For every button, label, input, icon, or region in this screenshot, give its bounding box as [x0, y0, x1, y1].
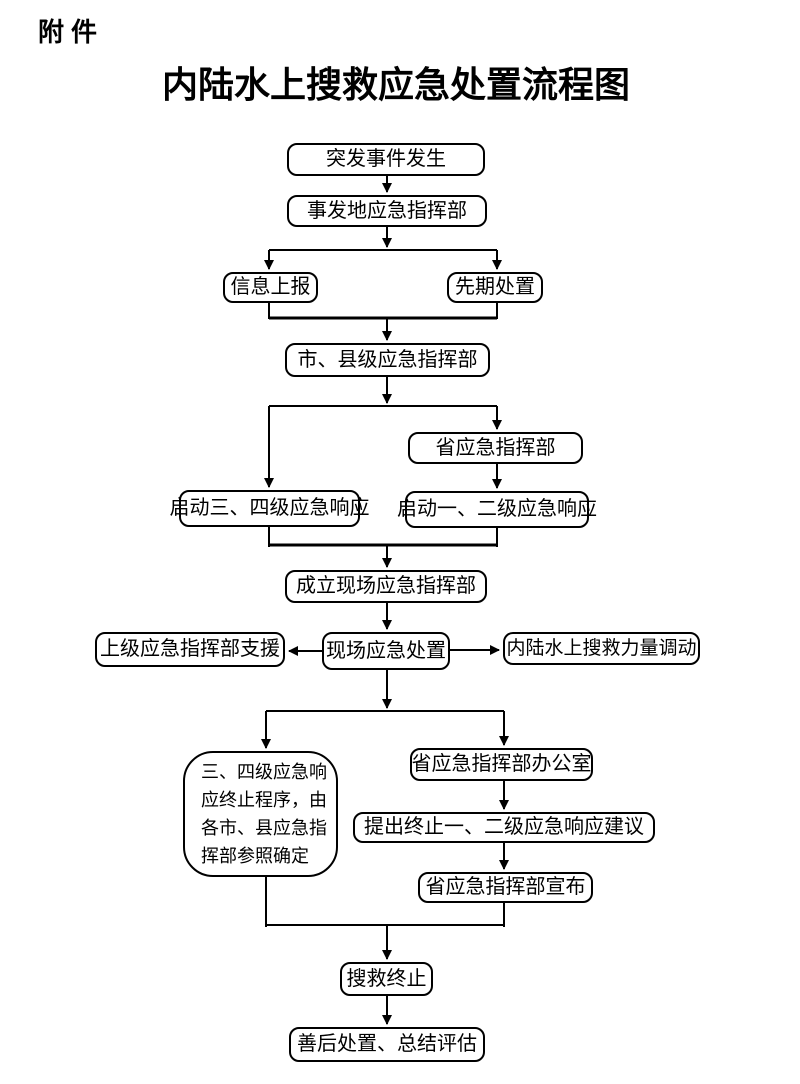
node-aftermath-evaluation: 善后处置、总结评估 — [289, 1027, 485, 1062]
node-onsite-disposal: 现场应急处置 — [322, 632, 450, 670]
attachment-label: 附件 — [38, 17, 105, 47]
node-activate-level-3-4: 启动三、四级应急响应 — [170, 490, 370, 527]
node-activate-level-1-2: 启动一、二级应急响应 — [397, 491, 597, 528]
node-provincial-hq-announce: 省应急指挥部宣布 — [418, 872, 593, 903]
node-propose-termination: 提出终止一、二级应急响应建议 — [353, 812, 655, 843]
node-sar-force-mobilization: 内陆水上搜救力量调动 — [503, 632, 700, 665]
node-city-county-hq: 市、县级应急指挥部 — [285, 343, 490, 377]
node-provincial-hq: 省应急指挥部 — [408, 432, 583, 464]
node-provincial-hq-office: 省应急指挥部办公室 — [410, 748, 593, 781]
page-title: 内陆水上搜救应急处置流程图 — [161, 65, 630, 105]
node-event-occurs: 突发事件发生 — [287, 143, 485, 176]
node-sar-terminated: 搜救终止 — [340, 962, 433, 996]
node-level-3-4-termination-procedure: 三、四级应急响 应终止程序，由 各市、县应急指 挥部参照确定 — [183, 751, 338, 877]
node-establish-onsite-hq: 成立现场应急指挥部 — [285, 570, 487, 603]
node-superior-hq-support: 上级应急指挥部支援 — [95, 632, 285, 667]
node-local-emergency-hq: 事发地应急指挥部 — [287, 195, 487, 227]
node-info-report: 信息上报 — [223, 272, 318, 303]
node-initial-disposal: 先期处置 — [447, 272, 543, 303]
